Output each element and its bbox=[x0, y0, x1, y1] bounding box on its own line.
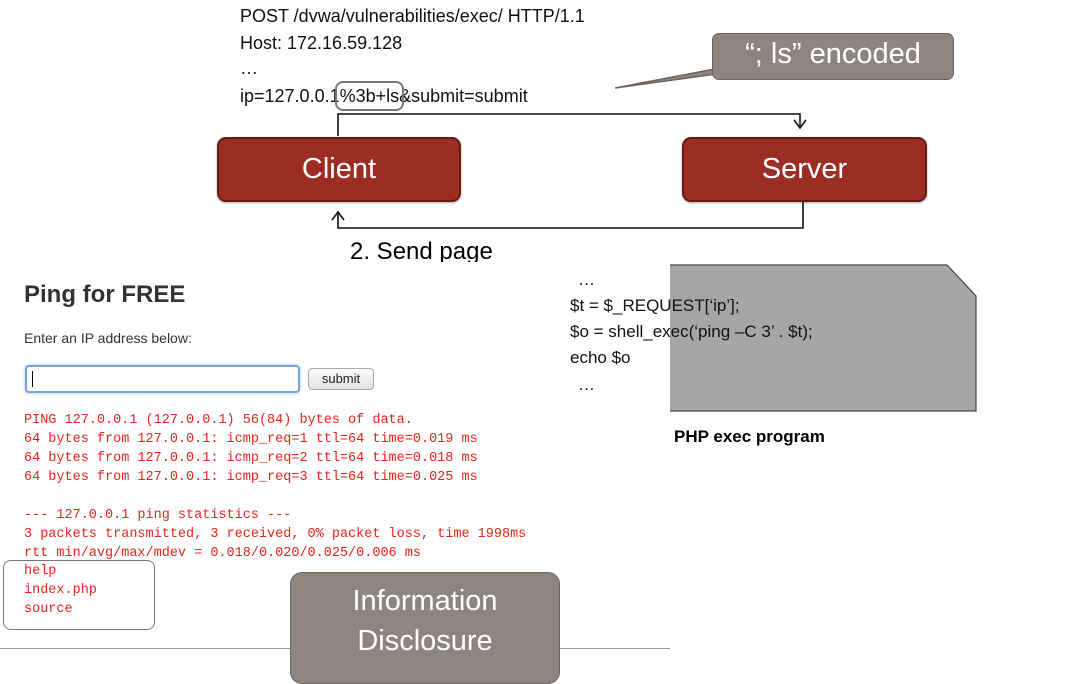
param-prefix: ip=127.0.0.1 bbox=[240, 86, 340, 106]
server-node: Server bbox=[682, 137, 927, 202]
code-line: echo $o bbox=[570, 348, 631, 367]
request-body-params: ip=127.0.0.1%3b+ls&submit=submit bbox=[240, 81, 528, 111]
ping-page-title: Ping for FREE bbox=[24, 281, 186, 308]
output-line: 64 bytes from 127.0.0.1: icmp_req=2 ttl=… bbox=[24, 451, 478, 466]
code-line: … bbox=[578, 270, 595, 289]
request-line-host: Host: 172.16.59.128 bbox=[240, 33, 403, 53]
code-line: … bbox=[578, 375, 595, 394]
output-line: rtt min/avg/max/mdev = 0.018/0.020/0.025… bbox=[24, 546, 421, 561]
submit-button[interactable]: submit bbox=[308, 368, 374, 390]
encoded-callout bbox=[712, 33, 954, 80]
encoded-payload: %3b+ls bbox=[334, 81, 405, 111]
ip-instruction: Enter an IP address below: bbox=[24, 330, 192, 346]
info-callout-line2: Disclosure bbox=[357, 625, 493, 657]
output-line: 64 bytes from 127.0.0.1: icmp_req=3 ttl=… bbox=[24, 470, 478, 485]
request-line-method: POST /dvwa/vulnerabilities/exec/ HTTP/1.… bbox=[240, 6, 585, 26]
output-line: --- 127.0.0.1 ping statistics --- bbox=[24, 508, 292, 523]
request-line-ellipsis: … bbox=[240, 58, 258, 78]
code-line: $o = shell_exec(‘ping –C 3’ . $t); bbox=[570, 322, 813, 341]
ip-input[interactable] bbox=[25, 365, 300, 393]
output-line: 3 packets transmitted, 3 received, 0% pa… bbox=[24, 527, 527, 542]
code-line: $t = $_REQUEST[‘ip’]; bbox=[570, 296, 740, 315]
request-arrow bbox=[337, 113, 801, 136]
info-callout-line1: Information bbox=[352, 585, 498, 617]
client-node: Client bbox=[217, 137, 461, 202]
param-suffix: &submit=submit bbox=[399, 86, 528, 106]
ls-output-line: index.php bbox=[24, 583, 97, 598]
ls-output-line: help bbox=[24, 564, 57, 579]
ls-output-line: source bbox=[24, 602, 73, 617]
request-arrowhead bbox=[793, 119, 807, 130]
output-line: PING 127.0.0.1 (127.0.0.1) 56(84) bytes … bbox=[24, 413, 413, 428]
send-page-label: 2. Send page bbox=[350, 238, 493, 265]
info-callout-label: Information Disclosure bbox=[290, 581, 560, 661]
text-caret bbox=[32, 371, 33, 387]
response-arrowhead bbox=[331, 210, 345, 221]
response-arrow bbox=[337, 201, 804, 229]
output-line: 64 bytes from 127.0.0.1: icmp_req=1 ttl=… bbox=[24, 432, 478, 447]
encoded-callout-label: “; ls” encoded bbox=[745, 38, 921, 70]
code-caption: PHP exec program bbox=[674, 427, 825, 446]
ls-output-highlight bbox=[3, 560, 155, 630]
